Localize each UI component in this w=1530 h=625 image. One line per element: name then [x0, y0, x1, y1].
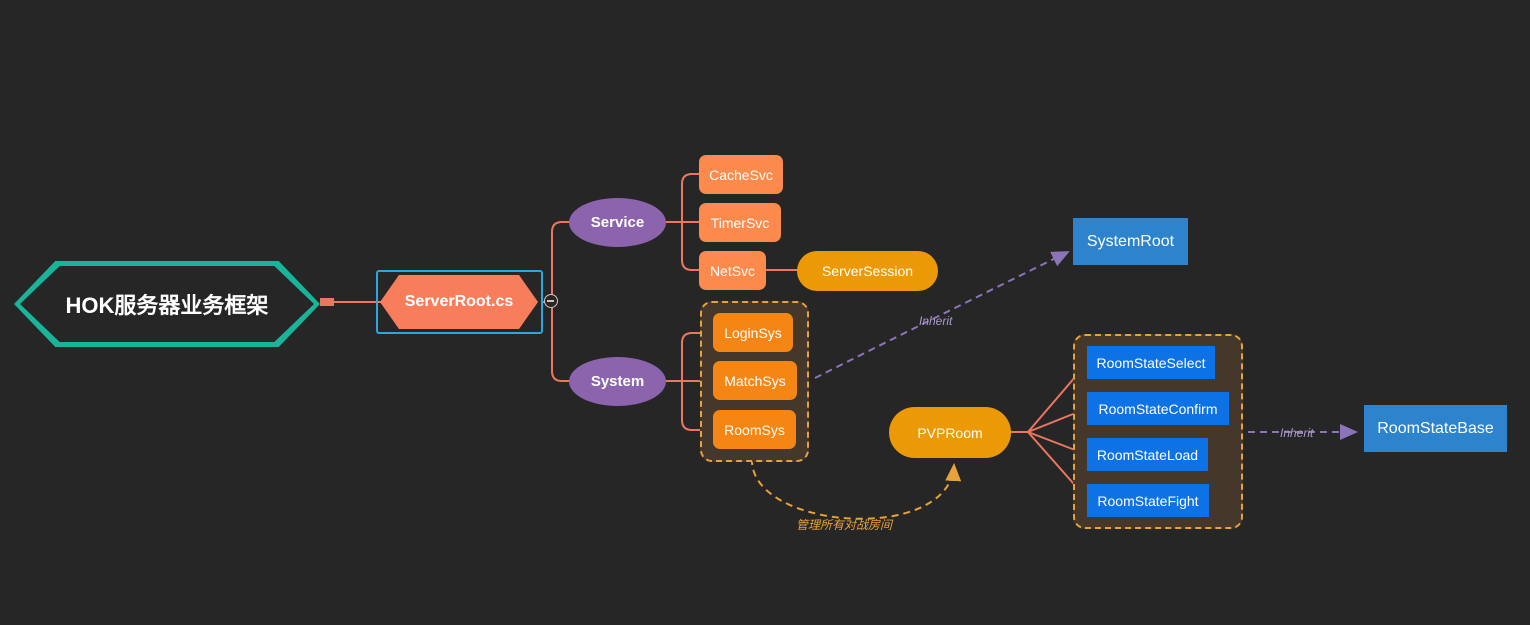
room-state-fight-node[interactable]: RoomStateFight [1087, 484, 1209, 517]
center-to-service-line [551, 221, 572, 302]
room-state-load-node[interactable]: RoomStateLoad [1087, 438, 1208, 471]
manage-rooms-label: 管理所有对战房间 [796, 518, 893, 532]
root-connector-handle[interactable] [320, 298, 334, 306]
root-topic[interactable]: HOK服务器业务框架 [14, 261, 320, 347]
room-sys-node[interactable]: RoomSys [713, 410, 796, 449]
timer-svc-node[interactable]: TimerSvc [699, 203, 781, 242]
system-root-node[interactable]: SystemRoot [1073, 218, 1188, 265]
match-sys-node[interactable]: MatchSys [713, 361, 797, 400]
collapse-toggle[interactable] [544, 294, 558, 308]
login-sys-node[interactable]: LoginSys [713, 313, 793, 352]
net-svc-node[interactable]: NetSvc [699, 251, 766, 290]
inherit-label-top: Inherit [919, 314, 953, 328]
root-topic-label: HOK服务器业务框架 [20, 266, 314, 342]
service-branch[interactable]: Service [569, 198, 666, 247]
server-session-node[interactable]: ServerSession [797, 251, 938, 291]
selection-frame [376, 270, 543, 334]
cache-svc-node[interactable]: CacheSvc [699, 155, 783, 194]
room-state-select-node[interactable]: RoomStateSelect [1087, 346, 1215, 379]
inherit-system-root-arrow [814, 251, 1070, 379]
room-state-base-node[interactable]: RoomStateBase [1364, 405, 1507, 452]
room-state-confirm-node[interactable]: RoomStateConfirm [1087, 392, 1229, 425]
inherit-label-right: Inherit [1280, 426, 1314, 440]
server-root-node[interactable]: ServerRoot.cs [380, 275, 538, 329]
center-to-system-line [551, 302, 572, 382]
pvp-room-node[interactable]: PVPRoom [889, 407, 1011, 458]
manage-rooms-arrow [750, 457, 962, 520]
system-branch[interactable]: System [569, 357, 666, 406]
minus-icon [547, 300, 554, 302]
